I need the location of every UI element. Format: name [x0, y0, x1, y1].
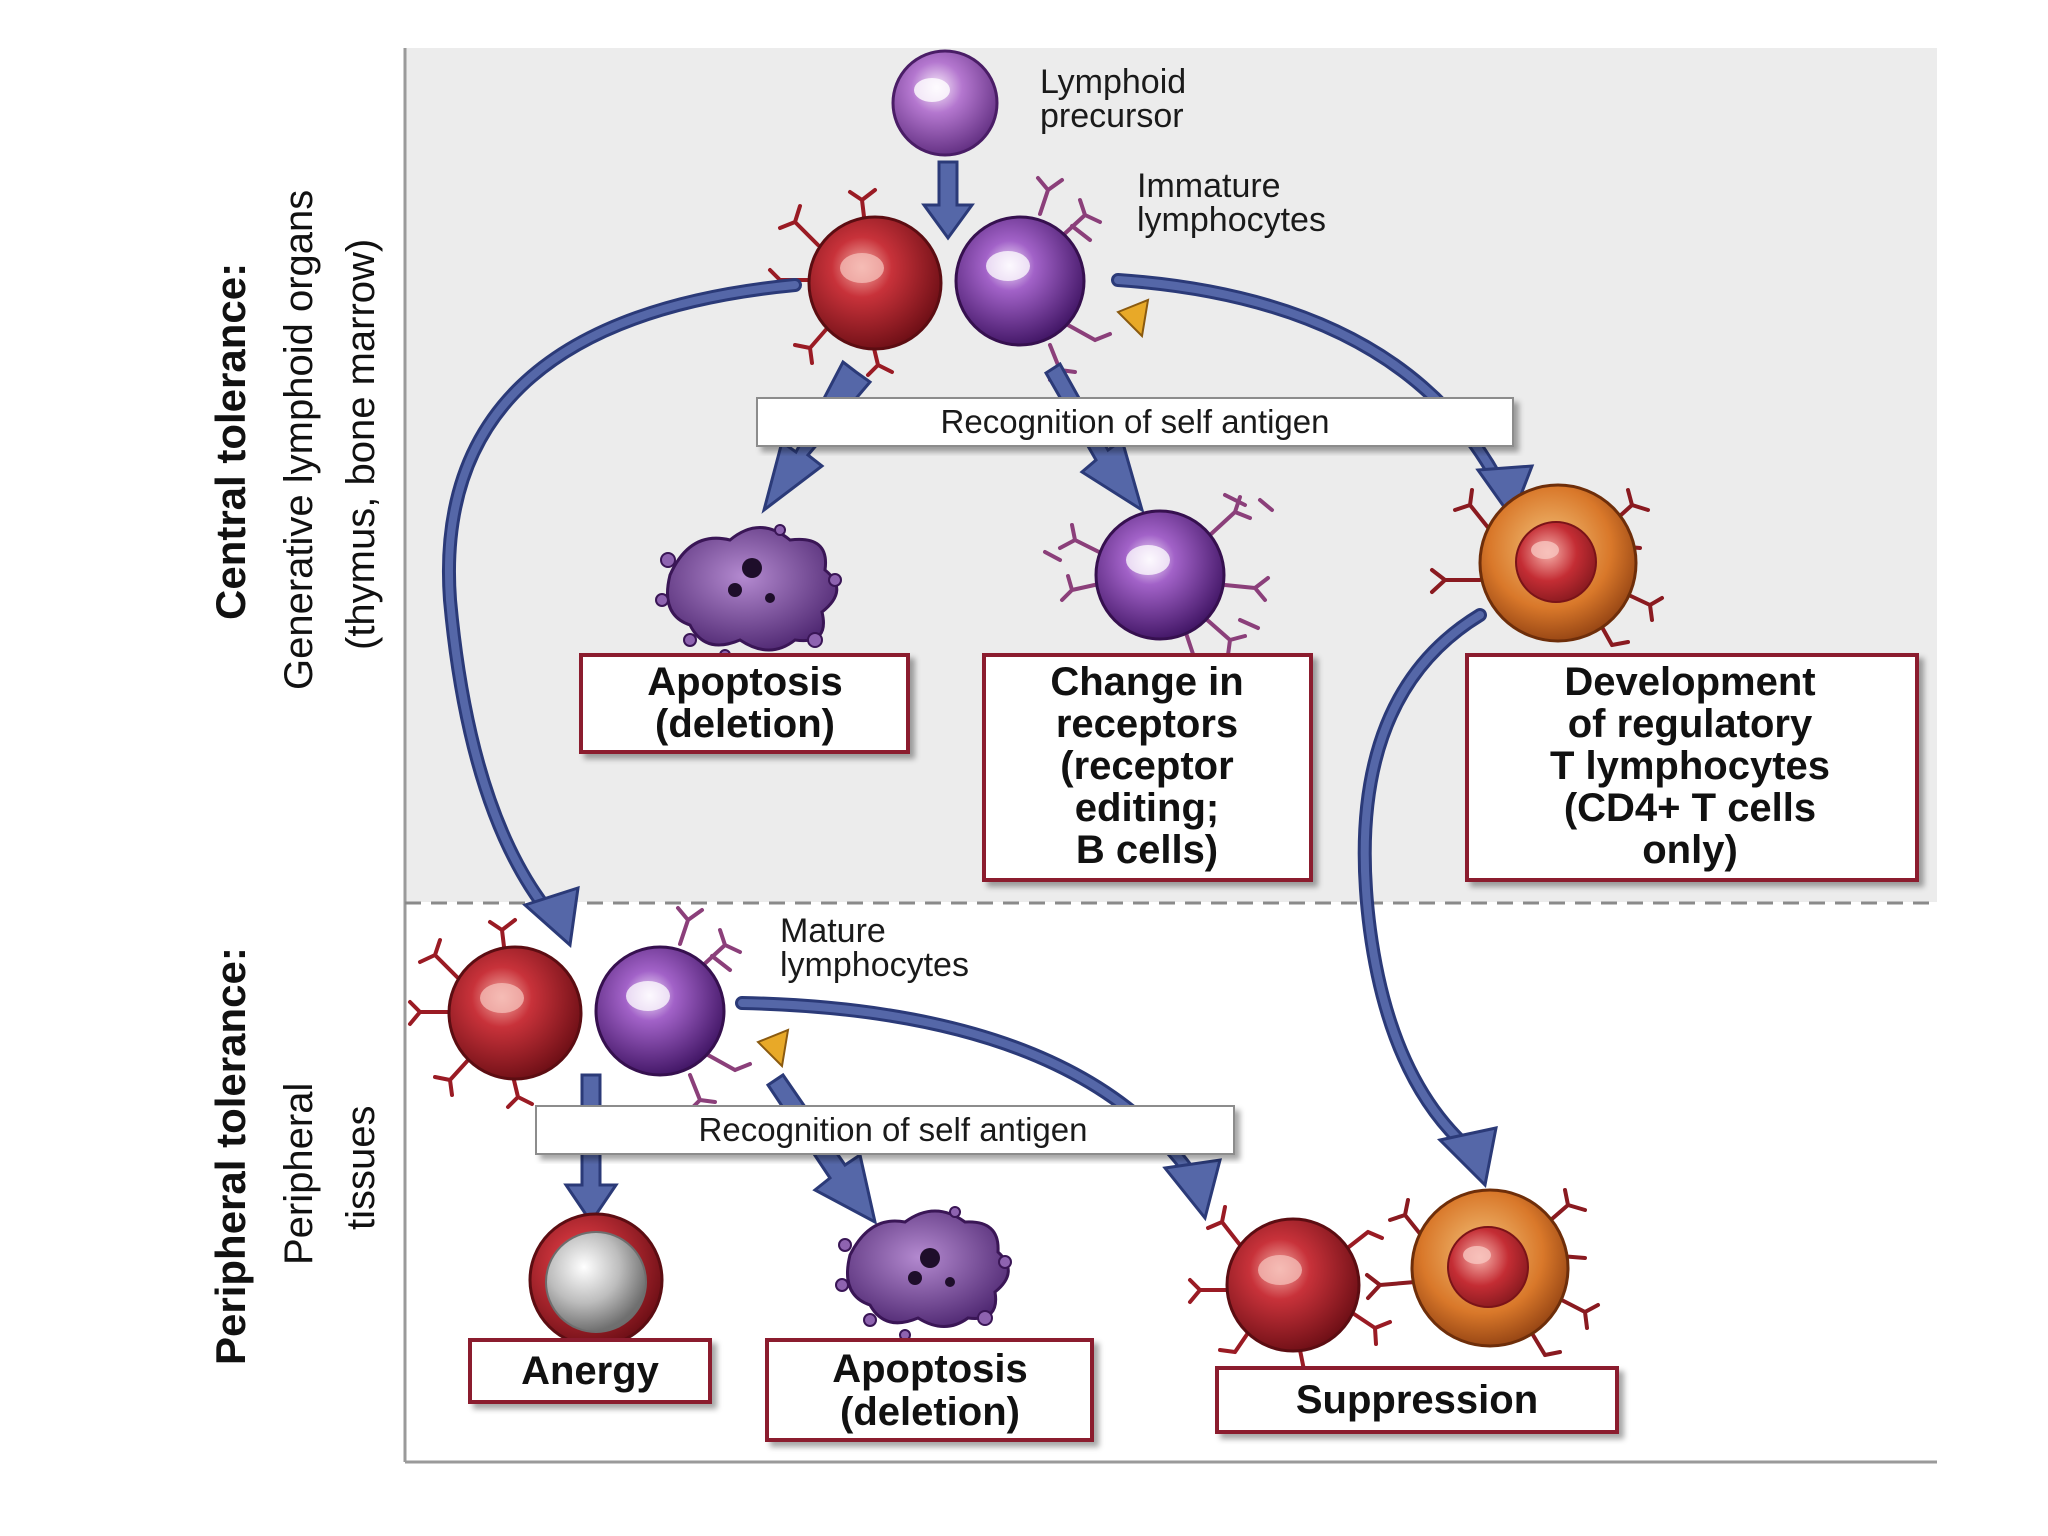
mature-label-2: lymphocytes: [780, 946, 969, 984]
central-subtitle-1: Generative lymphoid organs: [277, 190, 321, 690]
outcome-anergy-text: Anergy: [521, 1349, 660, 1393]
central-apoptotic-cell: [655, 524, 842, 661]
central-recognition-bar: [756, 397, 1514, 447]
outcome-central-apoptosis-line2: (deletion): [655, 702, 835, 746]
mature-self-antigen-triangle: [756, 1028, 790, 1069]
central-title: Central tolerance:: [207, 263, 254, 620]
precursor-label-2: precursor: [1040, 97, 1184, 135]
outcome-peripheral-apoptosis-line2: (deletion): [840, 1390, 1020, 1434]
peripheral-subtitle-2: tissues: [339, 1106, 383, 1231]
outcome-box-regulatory-t: [1465, 653, 1919, 882]
outcome-regulatory-line5: only): [1642, 828, 1738, 872]
lymphoid-precursor-cell: [891, 49, 999, 157]
outcome-box-suppression: [1215, 1366, 1619, 1434]
mature-red-lymphocyte: [408, 918, 583, 1109]
peripheral-title: Peripheral tolerance:: [207, 947, 254, 1365]
outcome-receptor-line4: editing;: [1075, 786, 1219, 830]
peripheral-side-sublabel-2: tissues: [339, 1106, 383, 1231]
outcome-regulatory-line2: of regulatory: [1568, 702, 1813, 746]
peripheral-recognition-bar: [535, 1105, 1235, 1155]
outcome-box-peripheral-apoptosis: [765, 1338, 1094, 1442]
outcome-suppression-text: Suppression: [1296, 1378, 1538, 1422]
outcome-peripheral-apoptosis-line1: Apoptosis: [832, 1347, 1028, 1391]
outcome-regulatory-line3: T lymphocytes: [1550, 744, 1830, 788]
precursor-label-1: Lymphoid: [1040, 63, 1186, 101]
outcome-receptor-line1: Change in: [1050, 660, 1243, 704]
self-antigen-triangle: [1116, 298, 1150, 339]
arrow-to-regulatory-t-head: [1475, 464, 1535, 522]
immature-label-1: Immature: [1137, 167, 1281, 205]
peripheral-recognition-text: Recognition of self antigen: [699, 1111, 1088, 1148]
mature-purple-lymphocyte: [594, 906, 790, 1112]
arrow-to-suppression-head: [1162, 1158, 1223, 1222]
central-subtitle-2: (thymus, bone marrow): [339, 239, 383, 650]
outcome-box-receptor-editing: [982, 653, 1313, 882]
arrow-central-to-peripheral-head: [522, 885, 580, 948]
outcome-box-central-apoptosis: [579, 653, 910, 754]
outcome-regulatory-line4: (CD4+ T cells: [1564, 786, 1816, 830]
regulatory-t-cell: [1430, 483, 1664, 647]
central-side-sublabel-1: Generative lymphoid organs: [277, 190, 321, 690]
central-side-sublabel-2: (thymus, bone marrow): [339, 239, 383, 650]
precursor-down-arrow: [921, 160, 975, 241]
outcome-receptor-line2: receptors: [1056, 702, 1238, 746]
central-recognition-text: Recognition of self antigen: [941, 403, 1330, 440]
mature-label-1: Mature: [780, 912, 886, 950]
peripheral-apoptotic-cell: [835, 1206, 1012, 1341]
outcome-receptor-line3: (receptor: [1060, 744, 1233, 788]
outcome-receptor-line5: B cells): [1076, 828, 1218, 872]
immature-purple-lymphocyte: [954, 176, 1150, 382]
suppressed-t-cell: [1188, 1205, 1392, 1384]
arrow-regulatory-to-suppression-head: [1436, 1126, 1498, 1189]
peripheral-subtitle-1: Peripheral: [277, 1083, 321, 1265]
outcome-central-apoptosis-line1: Apoptosis: [647, 660, 843, 704]
outcome-box-anergy: [468, 1338, 712, 1404]
receptor-editing-cell: [1043, 493, 1274, 672]
anergic-cell: [528, 1212, 664, 1348]
central-side-label: Central tolerance:: [207, 263, 254, 620]
outcome-regulatory-line1: Development: [1564, 660, 1815, 704]
immature-label-2: lymphocytes: [1137, 201, 1326, 239]
peripheral-side-label: Peripheral tolerance:: [207, 947, 254, 1365]
peripheral-side-sublabel-1: Peripheral: [277, 1083, 321, 1265]
peripheral-regulatory-t-cell: [1365, 1188, 1600, 1357]
